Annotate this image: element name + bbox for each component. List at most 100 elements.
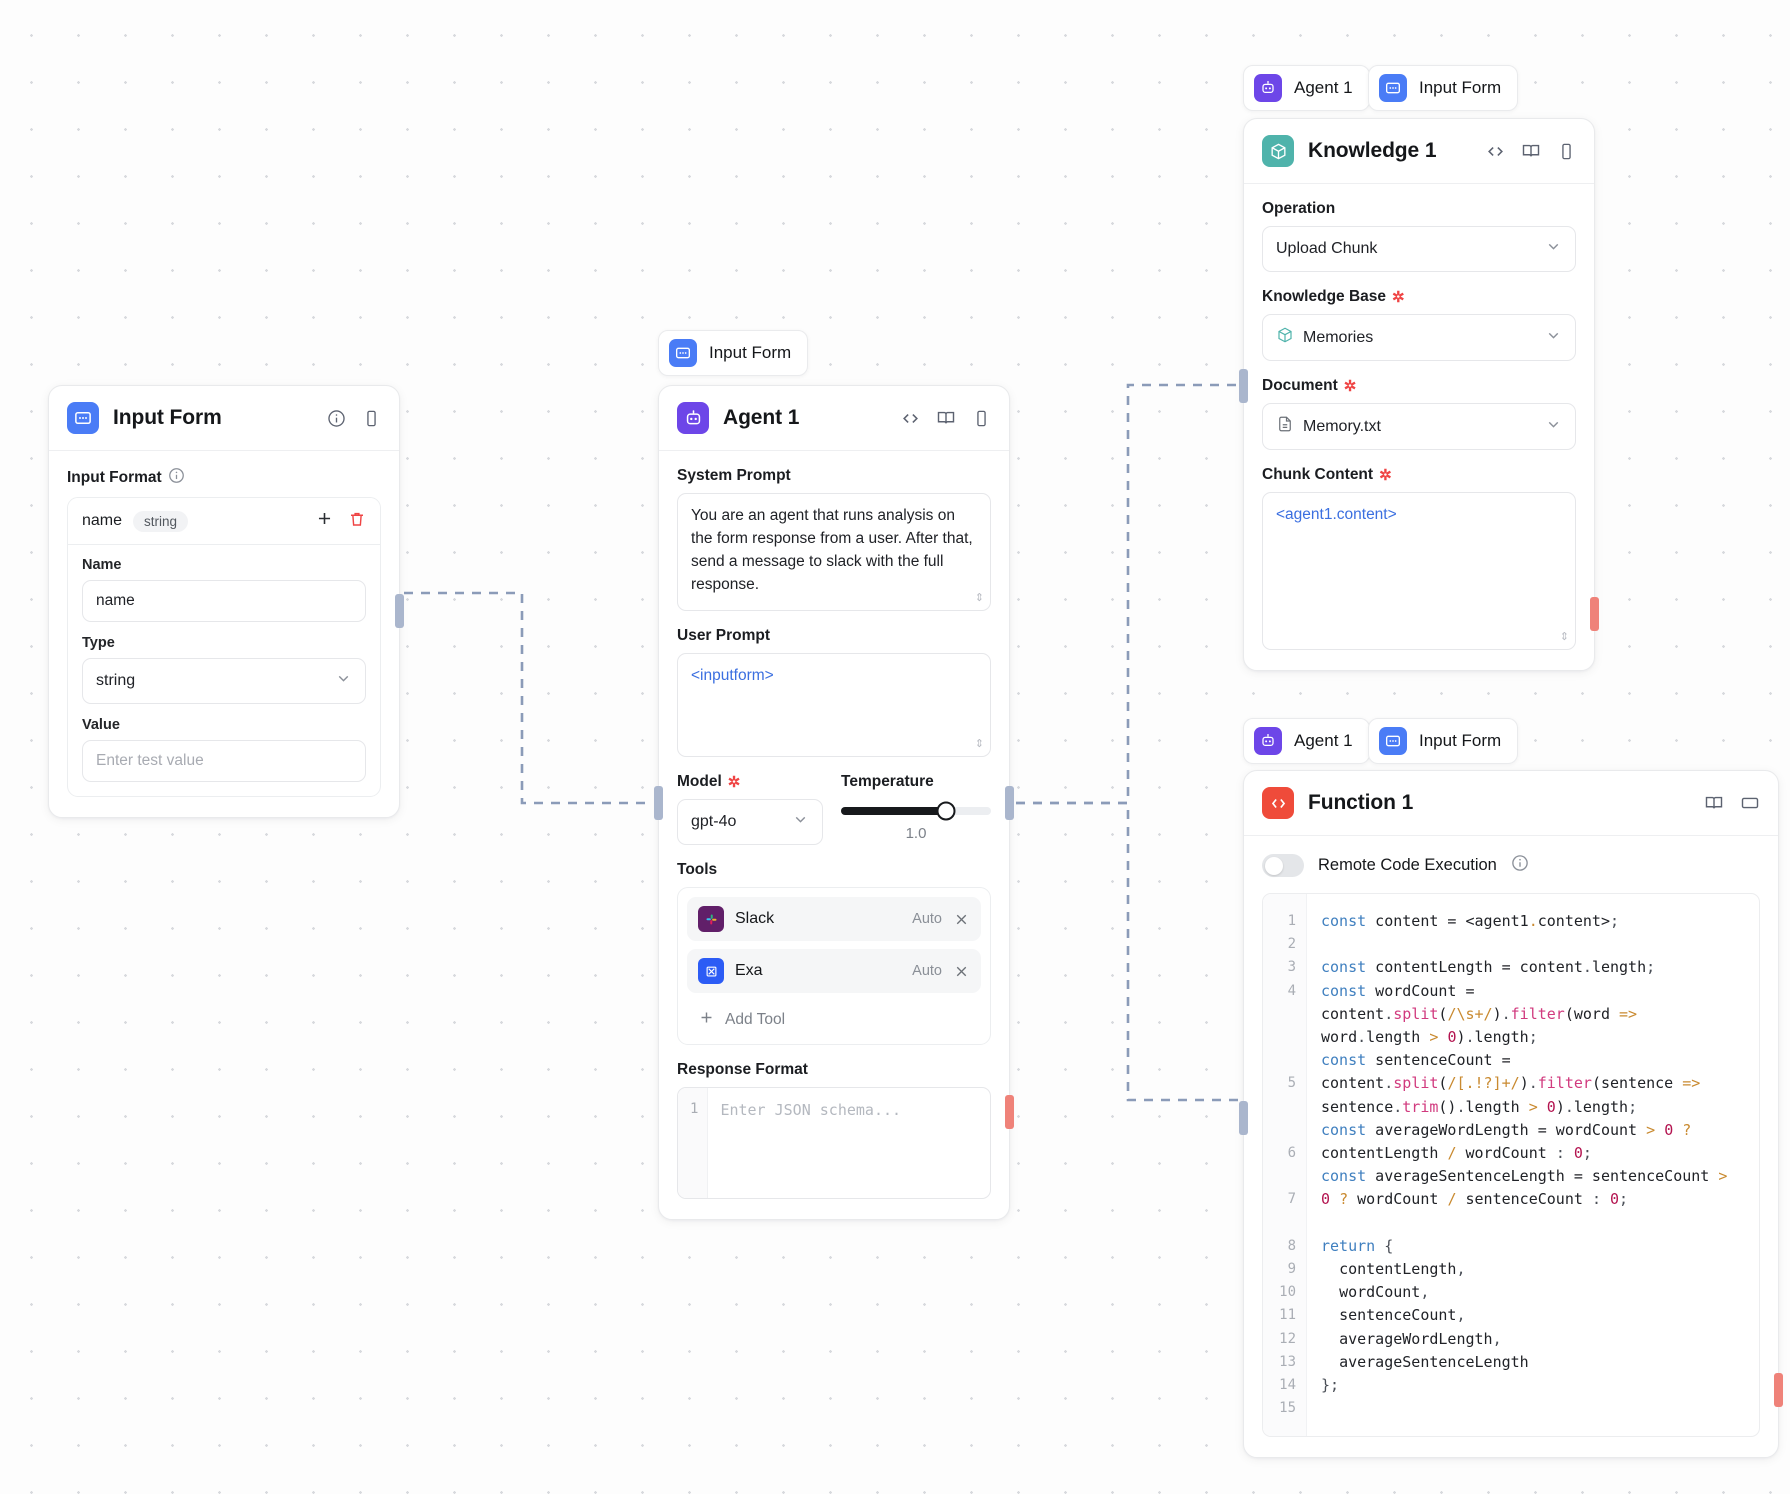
close-icon[interactable]	[953, 963, 970, 980]
output-handle[interactable]	[1005, 786, 1014, 820]
output-handle[interactable]	[395, 594, 404, 628]
operation-value: Upload Chunk	[1276, 240, 1378, 257]
toggle-knob	[1264, 856, 1283, 875]
plus-icon	[698, 1009, 715, 1031]
pill-label: Agent 1	[1294, 731, 1353, 750]
pill-input-form-function[interactable]: Input Form	[1368, 718, 1519, 764]
slider-knob[interactable]	[936, 801, 956, 821]
agent-icon	[677, 402, 709, 434]
panel-icon[interactable]	[1557, 142, 1576, 161]
resize-handle[interactable]: ⇕	[1559, 630, 1569, 643]
document-label: Document✲	[1262, 377, 1357, 395]
page-title: Input Form	[113, 406, 222, 429]
pill-label: Input Form	[1419, 731, 1502, 750]
value-input[interactable]: Enter test value	[82, 740, 366, 782]
response-format-editor[interactable]: 1 Enter JSON schema...	[677, 1087, 991, 1199]
knowledge-header[interactable]: Knowledge 1	[1244, 119, 1594, 184]
resize-handle[interactable]: ⇕	[974, 591, 984, 604]
input-form-icon	[1379, 727, 1407, 755]
model-select[interactable]: gpt-4o	[677, 799, 823, 845]
temperature-slider[interactable]	[841, 801, 991, 821]
node-input-form[interactable]: Input Form Input Format	[48, 385, 404, 818]
function-icon	[1262, 787, 1294, 819]
remote-code-label: Remote Code Execution	[1318, 856, 1497, 874]
error-handle[interactable]	[1774, 1373, 1783, 1407]
tool-name: Exa	[735, 962, 763, 979]
info-icon[interactable]	[327, 409, 346, 428]
delete-field-button[interactable]	[348, 510, 366, 533]
node-knowledge[interactable]: Knowledge 1 Operation Upload Chunk Knowl…	[1239, 118, 1599, 671]
agent-header[interactable]: Agent 1	[659, 386, 1009, 451]
name-input[interactable]: name	[82, 580, 366, 622]
error-handle[interactable]	[1005, 1095, 1014, 1129]
document-value: Memory.txt	[1303, 417, 1381, 435]
code-icon[interactable]	[901, 409, 920, 428]
panel-icon[interactable]	[362, 409, 381, 428]
type-select[interactable]: string	[82, 658, 366, 704]
tool-mode[interactable]: Auto	[912, 911, 942, 927]
knowledge-base-select[interactable]: Memories	[1262, 314, 1576, 361]
system-prompt-input[interactable]: You are an agent that runs analysis on t…	[677, 493, 991, 611]
required-marker: ✲	[727, 773, 741, 791]
temperature-value: 1.0	[905, 825, 927, 842]
user-prompt-input[interactable]: <inputform> ⇕	[677, 653, 991, 757]
system-prompt-label: System Prompt	[677, 467, 791, 484]
document-select[interactable]: Memory.txt	[1262, 403, 1576, 450]
pill-input-form-knowledge[interactable]: Input Form	[1368, 65, 1519, 111]
tool-item-slack[interactable]: Slack Auto	[687, 897, 981, 941]
resize-handle[interactable]: ⇕	[974, 737, 984, 750]
code-source[interactable]: const content = <agent1.content>; const …	[1321, 912, 1728, 1395]
info-icon[interactable]	[168, 467, 185, 489]
add-field-button[interactable]	[315, 509, 334, 533]
input-form-icon	[67, 402, 99, 434]
error-handle[interactable]	[1590, 597, 1599, 631]
tool-item-exa[interactable]: Exa Auto	[687, 949, 981, 993]
field-row[interactable]: name string	[68, 498, 380, 545]
book-icon[interactable]	[1704, 793, 1724, 813]
chevron-down-icon	[335, 670, 352, 692]
chevron-down-icon	[792, 811, 809, 833]
function-header[interactable]: Function 1	[1244, 771, 1778, 836]
response-format-label: Response Format	[677, 1061, 808, 1078]
model-label: Model✲	[677, 773, 741, 791]
info-icon[interactable]	[1511, 854, 1529, 877]
field-type-chip: string	[133, 510, 189, 532]
agent-title: Agent 1	[723, 406, 800, 429]
tool-name: Slack	[735, 910, 775, 927]
slider-fill	[841, 807, 946, 815]
pill-agent-1-knowledge[interactable]: Agent 1	[1243, 65, 1370, 111]
type-label: Type	[82, 635, 115, 651]
book-icon[interactable]	[936, 408, 956, 428]
required-marker: ✲	[1343, 377, 1357, 395]
model-value: gpt-4o	[691, 813, 737, 830]
exa-icon	[698, 958, 724, 984]
response-format-placeholder: Enter JSON schema...	[720, 1101, 902, 1119]
tool-mode[interactable]: Auto	[912, 963, 942, 979]
add-tool-button[interactable]: Add Tool	[687, 1001, 981, 1035]
line-numbers: 1	[678, 1088, 709, 1198]
pill-agent-1-function[interactable]: Agent 1	[1243, 718, 1370, 764]
operation-select[interactable]: Upload Chunk	[1262, 226, 1576, 272]
agent-icon	[1254, 727, 1282, 755]
window-icon[interactable]	[1740, 793, 1760, 813]
value-label: Value	[82, 717, 120, 733]
input-form-header[interactable]: Input Form	[49, 386, 399, 451]
knowledge-base-value: Memories	[1303, 328, 1374, 346]
input-handle[interactable]	[654, 786, 663, 820]
remote-code-toggle[interactable]	[1262, 854, 1304, 877]
node-agent[interactable]: Agent 1 System Prompt You are an agent t…	[654, 385, 1014, 1220]
input-handle[interactable]	[1239, 369, 1248, 403]
code-icon[interactable]	[1486, 142, 1505, 161]
operation-label: Operation	[1262, 200, 1336, 217]
book-icon[interactable]	[1521, 141, 1541, 161]
knowledge-icon	[1262, 135, 1294, 167]
close-icon[interactable]	[953, 911, 970, 928]
temperature-label: Temperature	[841, 773, 934, 790]
tools-label: Tools	[677, 861, 718, 878]
input-handle[interactable]	[1239, 1101, 1248, 1135]
panel-icon[interactable]	[972, 409, 991, 428]
pill-input-form[interactable]: Input Form	[658, 330, 809, 376]
chunk-content-input[interactable]: <agent1.content> ⇕	[1262, 492, 1576, 650]
